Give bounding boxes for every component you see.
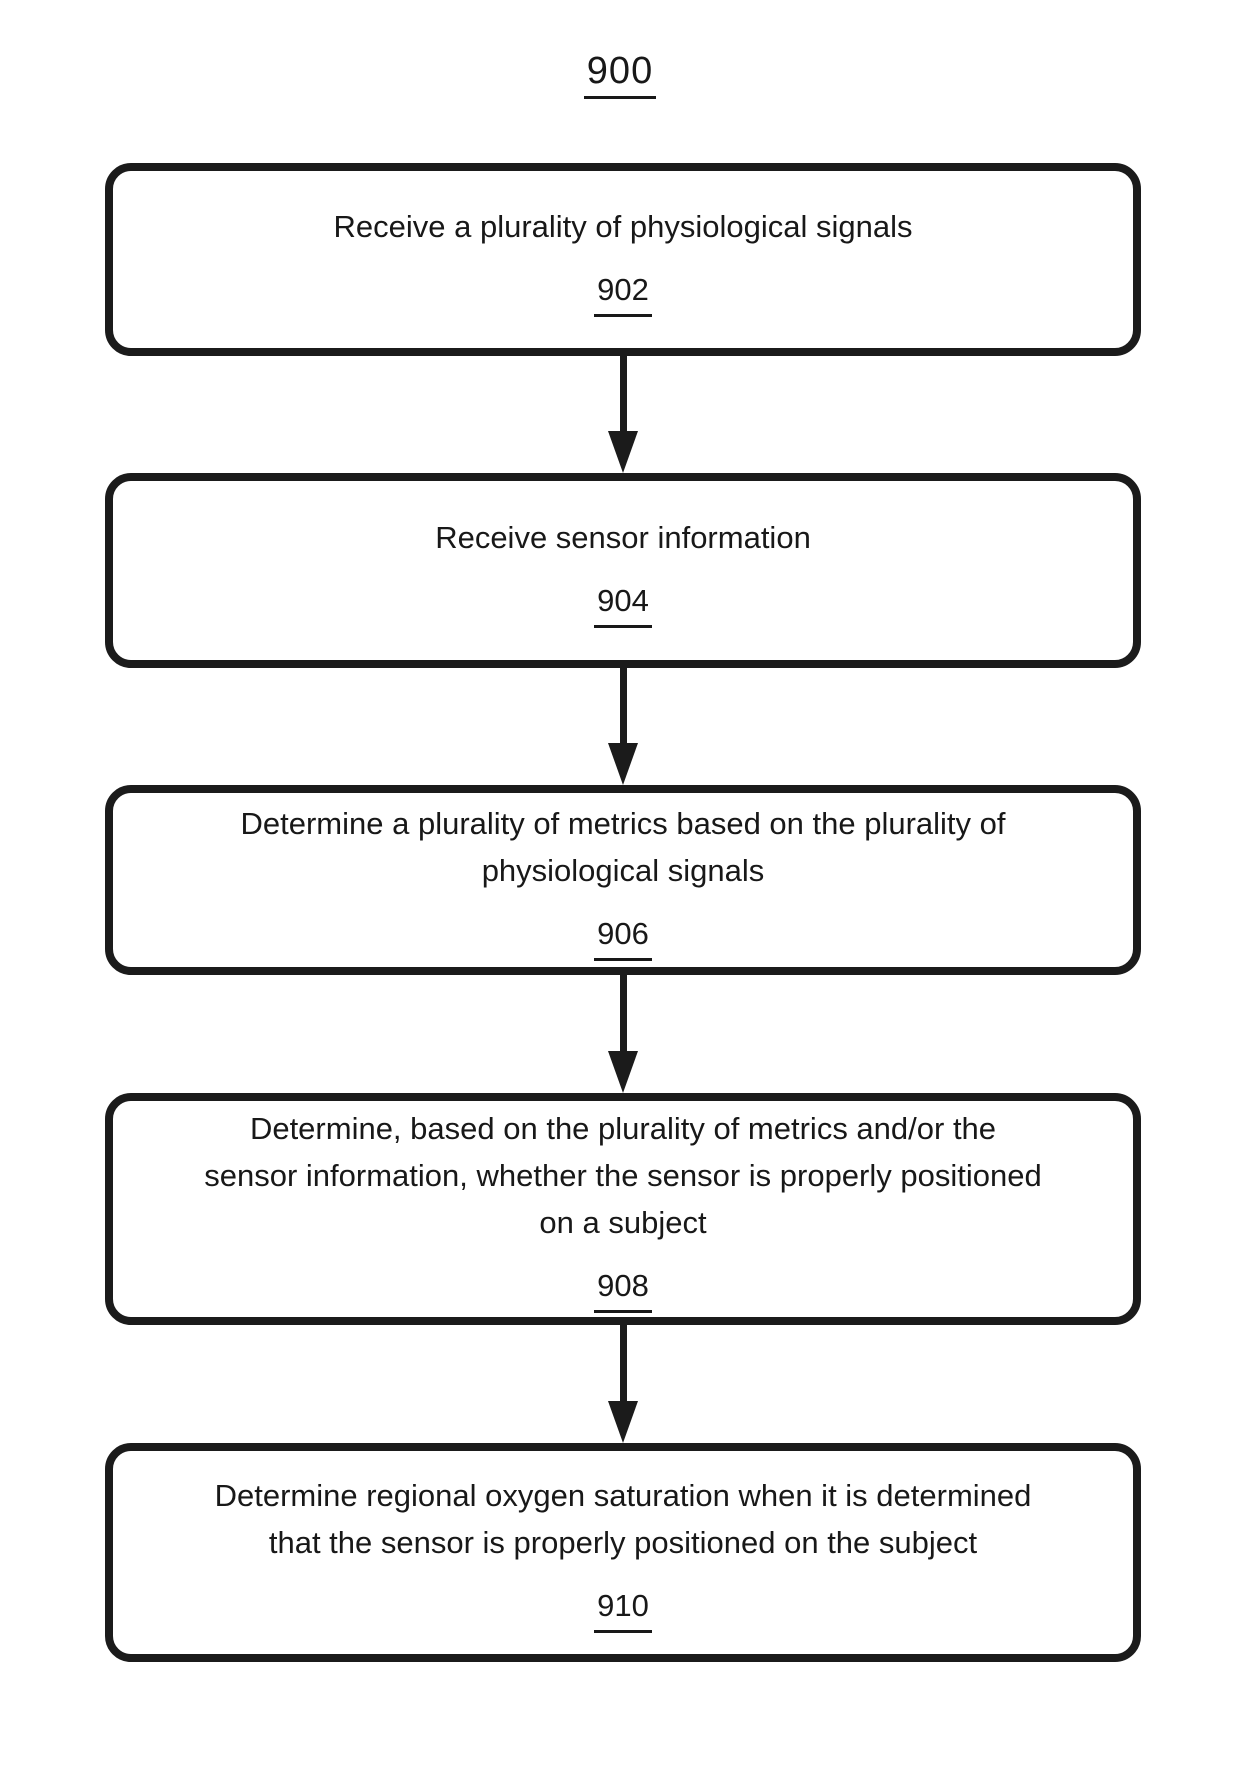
step-text: Determine regional oxygen saturation whe… — [214, 1478, 1032, 1513]
arrow-shaft — [619, 356, 627, 431]
step-ref: 908 — [594, 1262, 652, 1313]
flow-arrow — [608, 668, 638, 785]
step-text: Determine, based on the plurality of met… — [249, 1111, 997, 1146]
flow-step-906: Determine a plurality of metrics based o… — [105, 785, 1141, 975]
flow-step-910: Determine regional oxygen saturation whe… — [105, 1443, 1141, 1662]
arrow-shaft — [619, 1325, 627, 1401]
step-ref-number: 902 — [594, 266, 652, 317]
step-ref-number: 904 — [594, 577, 652, 628]
step-ref: 910 — [594, 1582, 652, 1633]
flow-arrow — [608, 975, 638, 1093]
step-ref-number: 910 — [594, 1582, 652, 1633]
arrow-shaft — [619, 975, 627, 1051]
arrow-head-icon — [608, 1051, 638, 1093]
step-ref: 904 — [594, 577, 652, 628]
step-ref: 906 — [594, 910, 652, 961]
step-text: on a subject — [539, 1205, 707, 1240]
arrow-head-icon — [608, 743, 638, 785]
step-ref: 902 — [594, 266, 652, 317]
flow-arrow — [608, 356, 638, 473]
arrow-head-icon — [608, 431, 638, 473]
flow-step-908: Determine, based on the plurality of met… — [105, 1093, 1141, 1325]
step-ref-number: 908 — [594, 1262, 652, 1313]
step-text: that the sensor is properly positioned o… — [268, 1525, 978, 1560]
step-text: physiological signals — [481, 852, 765, 888]
step-text: sensor information, whether the sensor i… — [204, 1158, 1042, 1193]
arrow-shaft — [619, 668, 627, 743]
figure-label: 900 — [0, 50, 1240, 99]
flow-arrow — [608, 1325, 638, 1443]
step-ref-number: 906 — [594, 910, 652, 961]
arrow-head-icon — [608, 1401, 638, 1443]
flow-step-904: Receive sensor information 904 — [105, 473, 1141, 668]
flow-step-902: Receive a plurality of physiological sig… — [105, 163, 1141, 356]
figure-label-number: 900 — [583, 50, 657, 99]
step-text: Receive a plurality of physiological sig… — [333, 208, 913, 244]
step-text: Receive sensor information — [435, 519, 811, 555]
step-text: Determine a plurality of metrics based o… — [240, 805, 1006, 841]
